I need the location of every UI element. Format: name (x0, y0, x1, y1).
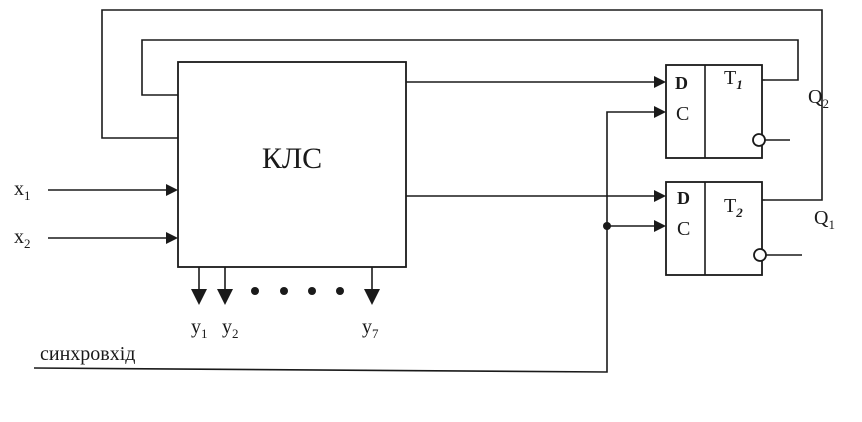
feedback-wire-q2 (141, 39, 799, 96)
flipflop-t1 (665, 64, 763, 159)
output-label-y1: y1 (191, 316, 208, 341)
t2-d-arrow (654, 190, 666, 202)
output-label-y7: y7 (362, 316, 379, 341)
klc-block (177, 61, 407, 268)
sync-wire (33, 111, 655, 373)
ellipsis-dot-1 (251, 287, 259, 295)
flipflop-t1-title: T1 (724, 67, 743, 92)
t1-d-arrow (654, 76, 666, 88)
t2-c-arrow (654, 220, 666, 232)
ellipsis-dot-3 (308, 287, 316, 295)
flipflop-t2 (665, 181, 763, 276)
ellipsis-dot-4 (336, 287, 344, 295)
feedback-wire-q1 (101, 9, 823, 201)
flipflop-t1-d-label: D (675, 73, 688, 93)
klc-label: КЛС (262, 142, 322, 175)
output-arrow-y1 (191, 289, 207, 305)
flipflop-t2-c-label: C (677, 218, 690, 240)
input-label-x1: x1 (14, 178, 31, 203)
input-label-x2: x2 (14, 226, 31, 251)
flipflop-t1-c-label: C (676, 103, 689, 125)
flipflop-t1-inverted-output (752, 133, 766, 147)
ellipsis-dot-2 (280, 287, 288, 295)
input-arrow-x2 (166, 232, 178, 244)
t1-c-arrow (654, 106, 666, 118)
flipflop-t2-d-label: D (677, 188, 690, 208)
flipflop-t2-q-label: Q1 (814, 207, 835, 232)
output-label-y2: y2 (222, 316, 239, 341)
flipflop-t1-q-label: Q2 (808, 86, 829, 111)
flipflop-t2-title: T2 (724, 195, 743, 220)
input-arrow-x1 (166, 184, 178, 196)
flipflop-t2-inverted-output (753, 248, 767, 262)
output-arrow-y7 (364, 289, 380, 305)
sync-label: синхровхід (40, 343, 135, 365)
output-arrow-y2 (217, 289, 233, 305)
